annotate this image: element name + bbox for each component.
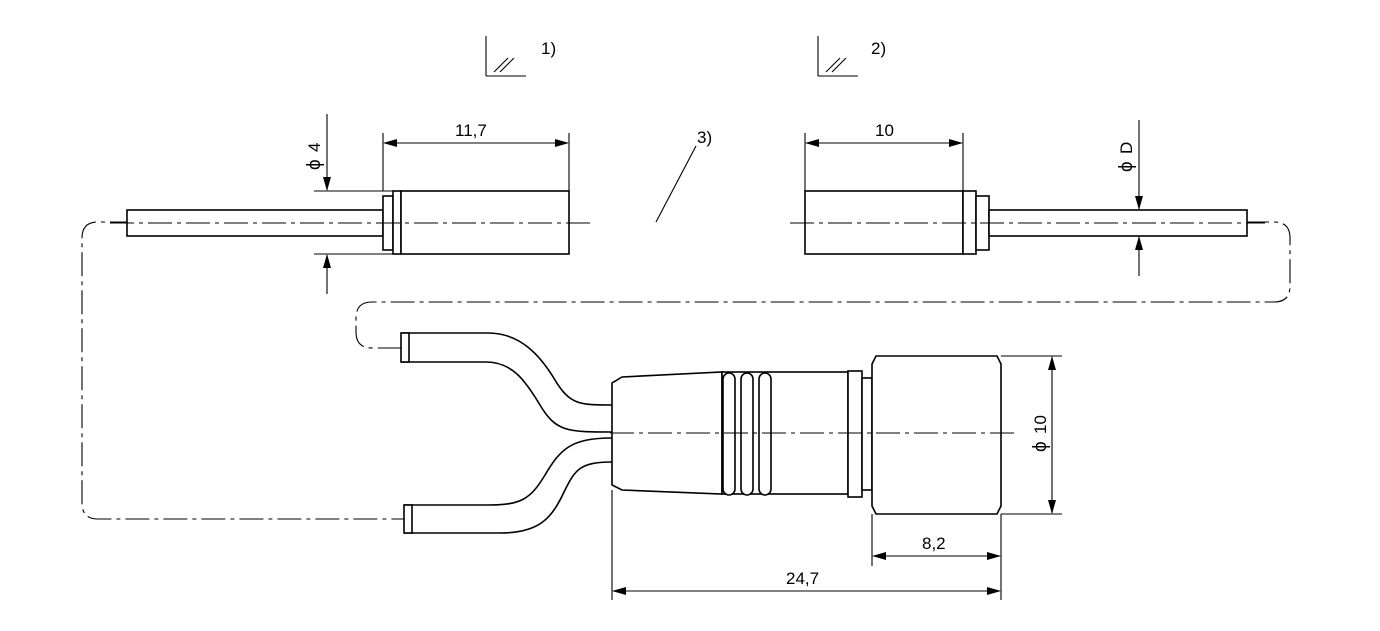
right-sensor [790,190,1265,255]
dim-connector-diameter: ϕ 10 [1001,355,1062,515]
dim-left-length: 11,7 [382,121,570,191]
mounting-symbol-1: 1) [485,36,556,77]
dim-left-diameter-value: 4 [305,143,324,152]
dim-left-length-value: 11,7 [455,121,487,140]
dim-overall-length: 24,7 [611,490,1001,600]
dim-connector-diameter-symbol: ϕ [1030,441,1051,452]
callout-1-label: 1) [541,39,556,58]
dim-left-diameter-symbol: ϕ [304,159,325,170]
mounting-symbol-2: 2) [817,36,886,77]
callout-2-label: 2) [871,39,886,58]
dim-overall-length-value: 24,7 [786,569,819,588]
cable-path [81,221,1291,520]
left-sensor [110,190,590,255]
dim-right-diameter-value: D [1117,142,1136,154]
connector-leads [400,332,613,534]
dim-connector-diameter-value: 10 [1031,415,1050,434]
callout-3: 3) [655,128,712,223]
dim-right-diameter: ϕ D [1116,120,1143,276]
dim-left-diameter: ϕ 4 [304,114,393,294]
dim-right-diameter-symbol: ϕ [1116,161,1137,172]
dim-nut-length-value: 8,2 [922,534,946,553]
connector-body [610,355,1015,515]
dim-nut-length: 8,2 [871,514,1002,600]
dim-right-length-value: 10 [875,121,894,140]
dim-right-length: 10 [804,121,964,191]
callout-3-label: 3) [697,128,712,147]
